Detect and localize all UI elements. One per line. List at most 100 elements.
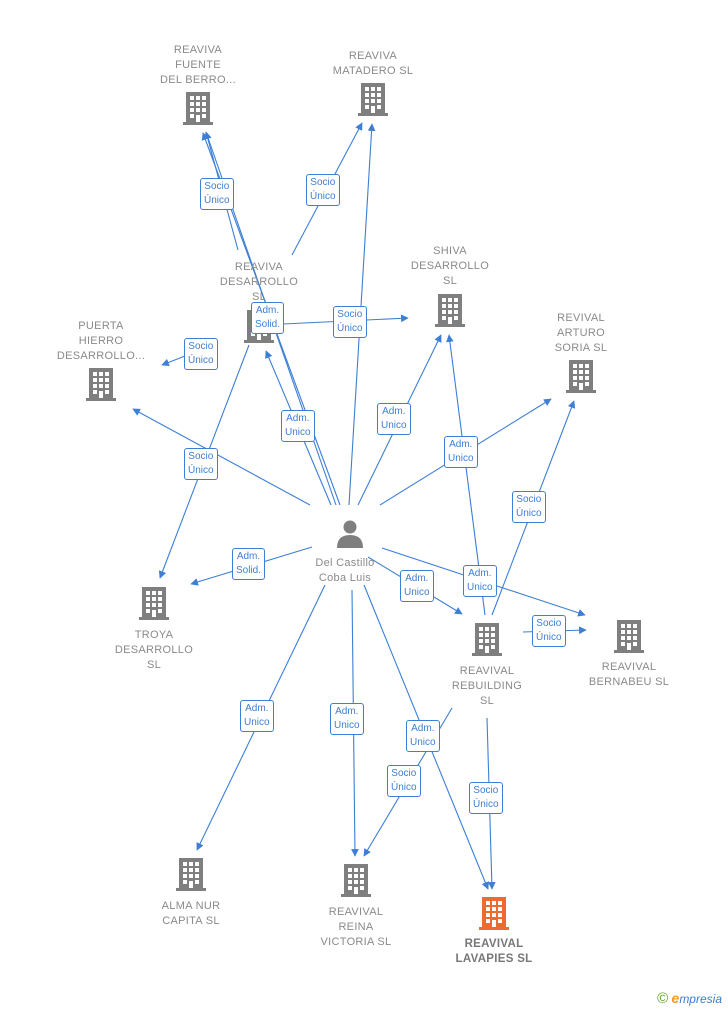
edge-label-line: Unico: [381, 420, 407, 431]
company-label-line: VICTORIA SL: [320, 936, 392, 948]
company-label-line: REINA: [338, 921, 374, 933]
edge-label-line: Único: [516, 508, 542, 519]
edge-label-line: Adm.: [286, 413, 310, 424]
company-label-line: REAVIVAL: [464, 938, 524, 950]
building-icon-lavapies[interactable]: [479, 897, 509, 930]
company-label-line: HIERRO: [78, 335, 124, 347]
company-label-line: SORIA SL: [554, 342, 608, 354]
edge-label-15[interactable]: Adm.Unico: [330, 703, 364, 735]
edge-label-line: Unico: [404, 587, 430, 598]
company-label-line: FUENTE: [175, 59, 221, 71]
edge-label-line: Socio: [188, 341, 214, 352]
edge-label-line: Unico: [467, 582, 493, 593]
edge-label-14[interactable]: Adm. Unico: [240, 700, 274, 732]
building-icon-alma[interactable]: [176, 858, 206, 891]
person-icon[interactable]: [337, 520, 363, 549]
edge-label-line: Socio: [310, 177, 336, 188]
edge-label-line: Único: [188, 355, 214, 366]
edge-label-line: Socio: [516, 494, 542, 505]
building-icon-rebuilding[interactable]: [472, 623, 502, 656]
edge-label-line: Socio: [204, 181, 230, 192]
edge-label-line: Adm.: [236, 551, 261, 562]
edge-label-line: Socio: [391, 768, 417, 779]
edge-line-12: [132, 408, 311, 506]
edge-label-2[interactable]: Adm. Solid.: [251, 302, 285, 334]
company-label-line: REAVIVAL: [601, 661, 657, 673]
company-label-line: SL: [442, 275, 458, 287]
empresia-brand: © empresia: [657, 990, 722, 1007]
edge-label-line: Socio: [188, 451, 214, 462]
company-label-shiva[interactable]: SHIVA DESARROLLO SL: [375, 244, 525, 289]
company-label-line: ALMA NUR: [161, 900, 221, 912]
building-icon-bernabeu[interactable]: [614, 620, 644, 653]
building-icon-shiva[interactable]: [435, 294, 465, 327]
edge-label-line: Adm.: [468, 568, 492, 579]
company-label-line: DESARROLLO: [114, 644, 194, 656]
company-label-reina[interactable]: REAVIVAL REINA VICTORIA SL: [281, 905, 431, 950]
company-label-line: SHIVA: [433, 245, 467, 257]
edge-label-line: Único: [310, 191, 336, 202]
company-label-fuente[interactable]: REAVIVA FUENTE DEL BERRO...: [123, 43, 273, 88]
company-label-line: LAVAPIES SL: [455, 953, 533, 965]
edge-label-line: Unico: [448, 453, 474, 464]
edge-label-16[interactable]: Adm.Unico: [406, 720, 440, 752]
edge-label-line: Socio: [536, 618, 562, 629]
edge-label-line: Solid.: [255, 319, 281, 330]
building-icon-troya[interactable]: [139, 587, 169, 620]
building-icon-matadero[interactable]: [358, 83, 388, 116]
edge-label-line: Adm.: [255, 305, 280, 316]
edge-label-line: Adm.: [382, 406, 406, 417]
edge-label-line: Adm.: [449, 439, 473, 450]
person-label-del-castillo[interactable]: Del Castillo Coba Luis: [270, 556, 420, 586]
building-icon-reina[interactable]: [341, 864, 371, 897]
edge-label-line: Único: [473, 799, 499, 810]
company-label-line: ARTURO: [556, 327, 606, 339]
brand-name: mpresia: [679, 992, 722, 1006]
edge-label-line: Unico: [285, 427, 311, 438]
building-icon-fuente[interactable]: [183, 92, 213, 125]
edge-label-11[interactable]: Adm.Unico: [400, 570, 434, 602]
company-label-line: SL: [251, 291, 267, 303]
building-icon-arturo[interactable]: [566, 360, 596, 393]
company-label-line: REAVIVAL: [459, 665, 515, 677]
company-label-line: REAVIVAL: [328, 906, 384, 918]
company-label-lavapies[interactable]: REAVIVAL LAVAPIES SL: [419, 937, 569, 967]
edge-label-line: Unico: [244, 717, 270, 728]
building-icon-hierro[interactable]: [86, 368, 116, 401]
edge-label-12[interactable]: Adm. Unico: [463, 565, 497, 597]
edge-label-6[interactable]: Adm. Unico: [377, 403, 411, 435]
company-label-line: BERNABEU SL: [588, 676, 670, 688]
edge-label-line: Único: [188, 465, 214, 476]
company-label-line: DEL BERRO...: [160, 74, 236, 86]
company-label-line: REVIVAL: [557, 312, 605, 324]
company-label-line: DESARROLLO: [410, 260, 490, 272]
edge-label-line: Adm.: [245, 703, 269, 714]
company-label-bernabeu[interactable]: REAVIVAL BERNABEU SL: [554, 660, 704, 690]
edge-label-8[interactable]: Adm. Unico: [444, 436, 478, 468]
edge-label-5[interactable]: Adm. Unico: [281, 410, 315, 442]
company-label-arturo[interactable]: REVIVAL ARTURO SORIA SL: [506, 311, 656, 356]
brand-initial: e: [671, 990, 680, 1006]
company-label-line: REAVIVA: [234, 261, 284, 273]
company-label-line: REAVIVA: [173, 44, 223, 56]
edge-label-line: Solid.: [236, 565, 262, 576]
edge-label-line: Unico: [334, 720, 360, 731]
edge-label-10[interactable]: Adm. Solid.: [232, 548, 266, 580]
